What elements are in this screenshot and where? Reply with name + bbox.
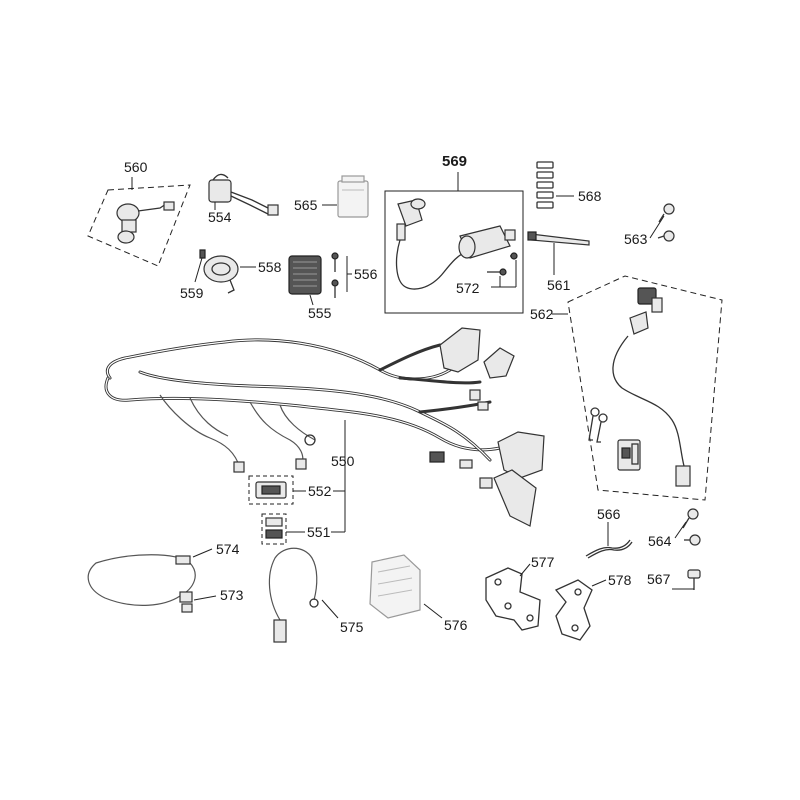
part-569-group: 569 572 xyxy=(384,153,524,314)
label-558: 558 xyxy=(258,259,282,275)
label-565: 565 xyxy=(294,197,318,213)
part-566-spring: 566 xyxy=(585,506,633,559)
part-558-horn: 558 xyxy=(203,255,282,294)
part-573-plug xyxy=(179,591,193,603)
part-560-switch xyxy=(116,201,175,244)
part-568-fuses: 568 xyxy=(536,161,602,209)
part-563-screws: 563 xyxy=(624,203,675,247)
part-560-group: 560 xyxy=(87,159,191,267)
label-554: 554 xyxy=(208,209,232,225)
part-550-harness: 550 xyxy=(104,327,545,532)
label-577: 577 xyxy=(531,554,555,570)
part-562-lock xyxy=(617,439,641,471)
part-552-fuse-box: 552 xyxy=(248,475,345,505)
part-551-fuse-holder: 551 xyxy=(261,513,345,545)
part-562-keys xyxy=(588,407,608,443)
part-562-ignition-switch xyxy=(629,287,663,335)
part-565-cdi: 565 xyxy=(294,175,369,218)
label-578: 578 xyxy=(608,572,632,588)
part-578-bracket: 578 xyxy=(554,572,632,641)
harness-connector-rear-1 xyxy=(233,461,245,473)
part-575-cable: 575 xyxy=(268,547,364,643)
part-569-plug-cap xyxy=(396,198,426,241)
label-550: 550 xyxy=(331,453,355,469)
part-564-screws: 564 xyxy=(648,508,701,549)
part-561-sensor: 561 xyxy=(527,231,590,293)
part-569-coil xyxy=(458,225,516,259)
harness-branch-mid xyxy=(138,370,492,462)
part-559-screw: 559 xyxy=(180,249,206,301)
label-566: 566 xyxy=(597,506,621,522)
label-576: 576 xyxy=(444,617,468,633)
label-560: 560 xyxy=(124,159,148,175)
label-551: 551 xyxy=(307,524,331,540)
part-573-574-lead: 574 573 xyxy=(87,541,244,613)
part-555-regulator: 555 xyxy=(288,255,332,321)
label-567: 567 xyxy=(647,571,671,587)
label-561: 561 xyxy=(547,277,571,293)
label-552: 552 xyxy=(308,483,332,499)
part-572-screws: 572 xyxy=(456,252,518,296)
label-574: 574 xyxy=(216,541,240,557)
label-573: 573 xyxy=(220,587,244,603)
label-562: 562 xyxy=(530,306,554,322)
part-576-module: 576 xyxy=(369,554,468,633)
part-577-bracket: 577 xyxy=(485,554,555,631)
harness-socket-4 xyxy=(493,469,537,527)
harness-headlight-socket-2 xyxy=(483,347,515,379)
part-560-dashed-box xyxy=(87,184,191,267)
label-568: 568 xyxy=(578,188,602,204)
label-556: 556 xyxy=(354,266,378,282)
label-569: 569 xyxy=(442,153,467,170)
part-569-box xyxy=(384,190,524,314)
harness-headlight-socket-1 xyxy=(439,327,481,373)
part-562-connector xyxy=(675,465,691,487)
label-575: 575 xyxy=(340,619,364,635)
label-563: 563 xyxy=(624,231,648,247)
label-559: 559 xyxy=(180,285,204,301)
part-562-group: 562 xyxy=(530,275,723,501)
harness-connector-rear-2 xyxy=(295,458,307,470)
part-574-plug xyxy=(175,555,191,565)
label-564: 564 xyxy=(648,533,672,549)
part-562-cable xyxy=(612,335,685,467)
label-555: 555 xyxy=(308,305,332,321)
part-556-bolts: 556 xyxy=(331,252,378,298)
part-554-relay: 554 xyxy=(208,173,279,225)
harness-socket-3 xyxy=(497,431,545,479)
part-567-bolt: 567 xyxy=(647,569,701,590)
label-572: 572 xyxy=(456,280,480,296)
part-569-ht-lead xyxy=(395,239,467,290)
part-562-dashed-box xyxy=(567,275,723,501)
